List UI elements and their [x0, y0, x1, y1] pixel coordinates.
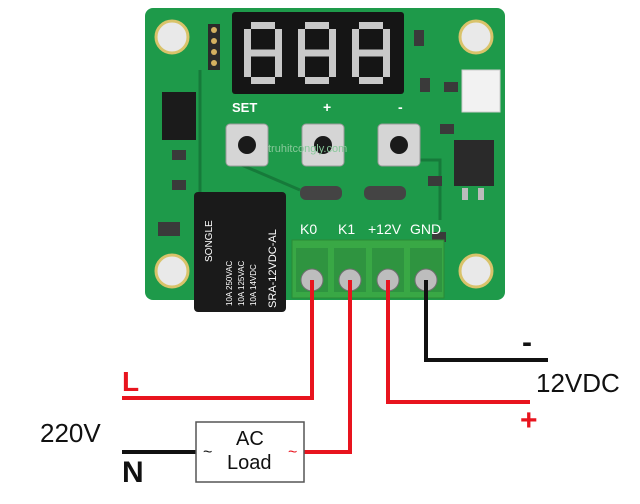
relay-rating-2: 10A 125VAC	[237, 261, 246, 306]
microcontroller-chip	[162, 92, 196, 140]
relay: SONGLE 10A 250VAC 10A 125VAC 10A 14VDC S…	[194, 192, 286, 312]
sensor-connector	[461, 69, 501, 113]
digit-2-segment-6	[359, 49, 383, 57]
relay-rating-1: 10A 250VAC	[225, 261, 234, 306]
dc-minus-label: -	[522, 326, 532, 359]
digit-0-segment-5	[244, 29, 251, 53]
ac-load-box	[195, 421, 305, 483]
load-tilde-left: ~	[203, 444, 213, 461]
line-label: L	[122, 366, 140, 397]
dc-plus-label: +	[520, 404, 538, 437]
load-tilde-right: ~	[288, 444, 298, 461]
terminal-block	[291, 239, 445, 299]
dc-voltage-label: 12VDC	[536, 368, 620, 398]
digit-0-segment-0	[251, 22, 275, 29]
set-button-label: SET	[232, 100, 257, 115]
pin-header	[208, 24, 220, 70]
terminal-label-gnd: GND	[410, 221, 441, 237]
digit-0-segment-1	[275, 29, 282, 53]
relay-rating-3: 10A 14VDC	[249, 264, 258, 306]
digit-0-segment-3	[251, 77, 275, 84]
neutral-label: N	[122, 456, 144, 489]
load-label-line2: Load	[227, 452, 272, 474]
relay-model: SRA-12VDC-AL	[267, 229, 279, 308]
relay-brand: SONGLE	[204, 220, 215, 262]
mains-voltage-label: 220V	[40, 418, 101, 448]
terminal-label-12v: +12V	[368, 221, 402, 237]
minus-button-label: -	[398, 99, 403, 115]
digit-2-segment-4	[352, 53, 359, 77]
wires	[122, 280, 548, 454]
mounting-holes	[154, 19, 494, 289]
watermark: truhitcongly.com	[268, 143, 347, 155]
display-digits	[244, 22, 390, 84]
plus-button-label: +	[323, 99, 331, 115]
digit-1-segment-5	[298, 29, 305, 53]
digit-1-segment-3	[305, 77, 329, 84]
wire-line-l	[122, 280, 314, 400]
terminal-label-k0: K0	[300, 221, 317, 237]
digit-1-segment-4	[298, 53, 305, 77]
digit-0-segment-6	[251, 49, 275, 57]
digit-2-segment-3	[359, 77, 383, 84]
wire-gnd-minus	[424, 280, 548, 362]
smd-components	[158, 30, 494, 242]
digit-1-segment-1	[329, 29, 336, 53]
digit-0-segment-2	[275, 53, 282, 77]
digit-1-segment-0	[305, 22, 329, 29]
digit-1-segment-2	[329, 53, 336, 77]
terminal-label-k1: K1	[338, 221, 355, 237]
load-label-line1: AC	[236, 428, 264, 450]
digit-1-segment-6	[305, 49, 329, 57]
wire-k1-load	[302, 280, 352, 454]
digit-2-segment-0	[359, 22, 383, 29]
digit-2-segment-1	[383, 29, 390, 53]
digit-0-segment-4	[244, 53, 251, 77]
push-buttons	[225, 123, 421, 167]
digit-2-segment-2	[383, 53, 390, 77]
wire-12v-plus	[386, 280, 530, 404]
digit-2-segment-5	[352, 29, 359, 53]
